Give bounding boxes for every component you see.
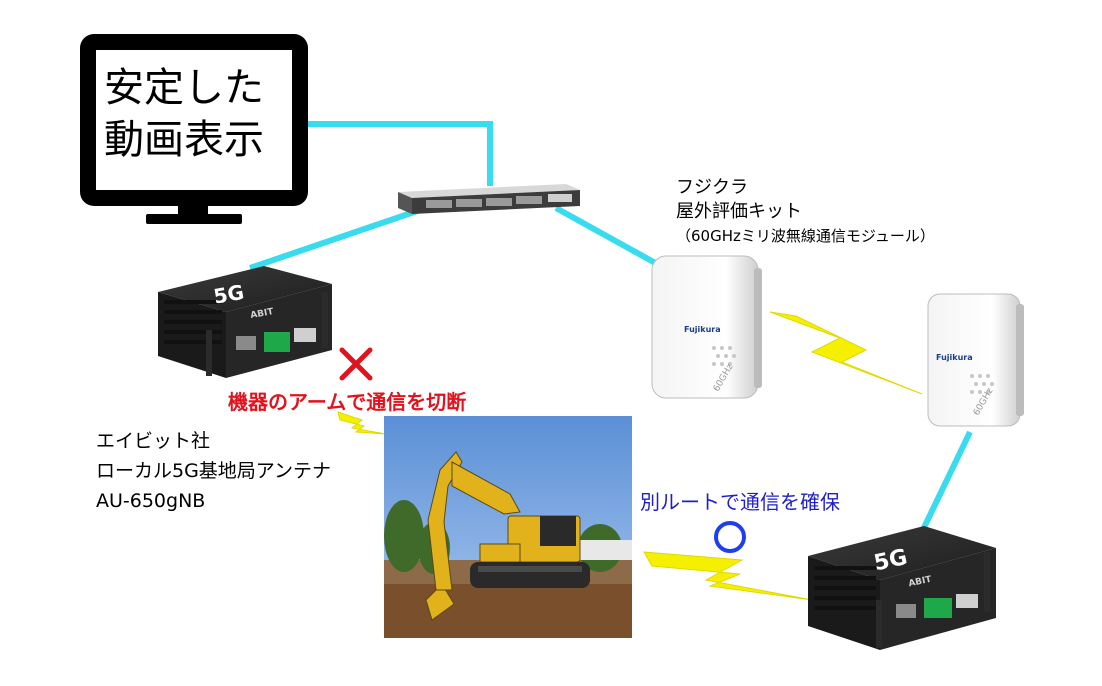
abit-base-station-2: 5G ABIT — [808, 526, 996, 650]
link-switch-fujikura — [554, 205, 670, 273]
fujikura-brand-1: Fujikura — [684, 325, 721, 334]
fujikura-label: フジクラ 屋外評価キット （60GHzミリ波無線通信モジュール） — [676, 176, 935, 248]
bolt-5g-cut-icon — [337, 411, 387, 435]
abit-label-line2: ローカル5G基地局アンテナ — [96, 460, 332, 482]
fujikura-label-line3: （60GHzミリ波無線通信モジュール） — [676, 227, 935, 245]
wireless-bolts — [337, 311, 923, 601]
cut-status-label: 機器のアームで通信を切断 — [228, 390, 467, 414]
abit-label: エイビット社 ローカル5G基地局アンテナ AU-650gNB — [96, 426, 331, 516]
abit-label-line3: AU-650gNB — [96, 490, 206, 512]
link-switch-abit — [249, 207, 421, 271]
abit-base-station-1: 5G ABIT — [158, 266, 332, 378]
network-switch-icon — [398, 184, 580, 214]
link-fujikura-abit2 — [915, 430, 973, 542]
fujikura-brand-2: Fujikura — [936, 353, 973, 362]
bolt-5g-icon — [643, 551, 813, 601]
fujikura-label-line2: 屋外評価キット — [676, 201, 802, 222]
monitor-caption-line2: 動画表示 — [104, 117, 264, 163]
abit-label-line1: エイビット社 — [96, 430, 211, 452]
device-logo-1: ABIT — [250, 307, 276, 321]
monitor-caption-line1: 安定した — [104, 65, 264, 111]
route-status-label: 別ルートで通信を確保 — [640, 490, 840, 514]
bolt-60ghz-icon — [769, 311, 923, 395]
monitor-caption: 安定した 動画表示 — [104, 62, 284, 166]
fujikura-module-1: Fujikura 60GHz — [651, 255, 762, 399]
link-monitor-switch — [306, 121, 493, 186]
device-badge-1: 5G — [212, 280, 246, 309]
excavator-photo — [384, 416, 632, 638]
wired-links — [249, 121, 973, 542]
fujikura-module-2: Fujikura 60GHz — [927, 293, 1024, 427]
cross-mark-icon — [339, 347, 373, 381]
fujikura-label-line1: フジクラ — [676, 177, 748, 198]
circle-ok-icon — [714, 521, 746, 553]
device-logo-2: ABIT — [908, 575, 934, 590]
monitor-icon — [80, 34, 308, 224]
